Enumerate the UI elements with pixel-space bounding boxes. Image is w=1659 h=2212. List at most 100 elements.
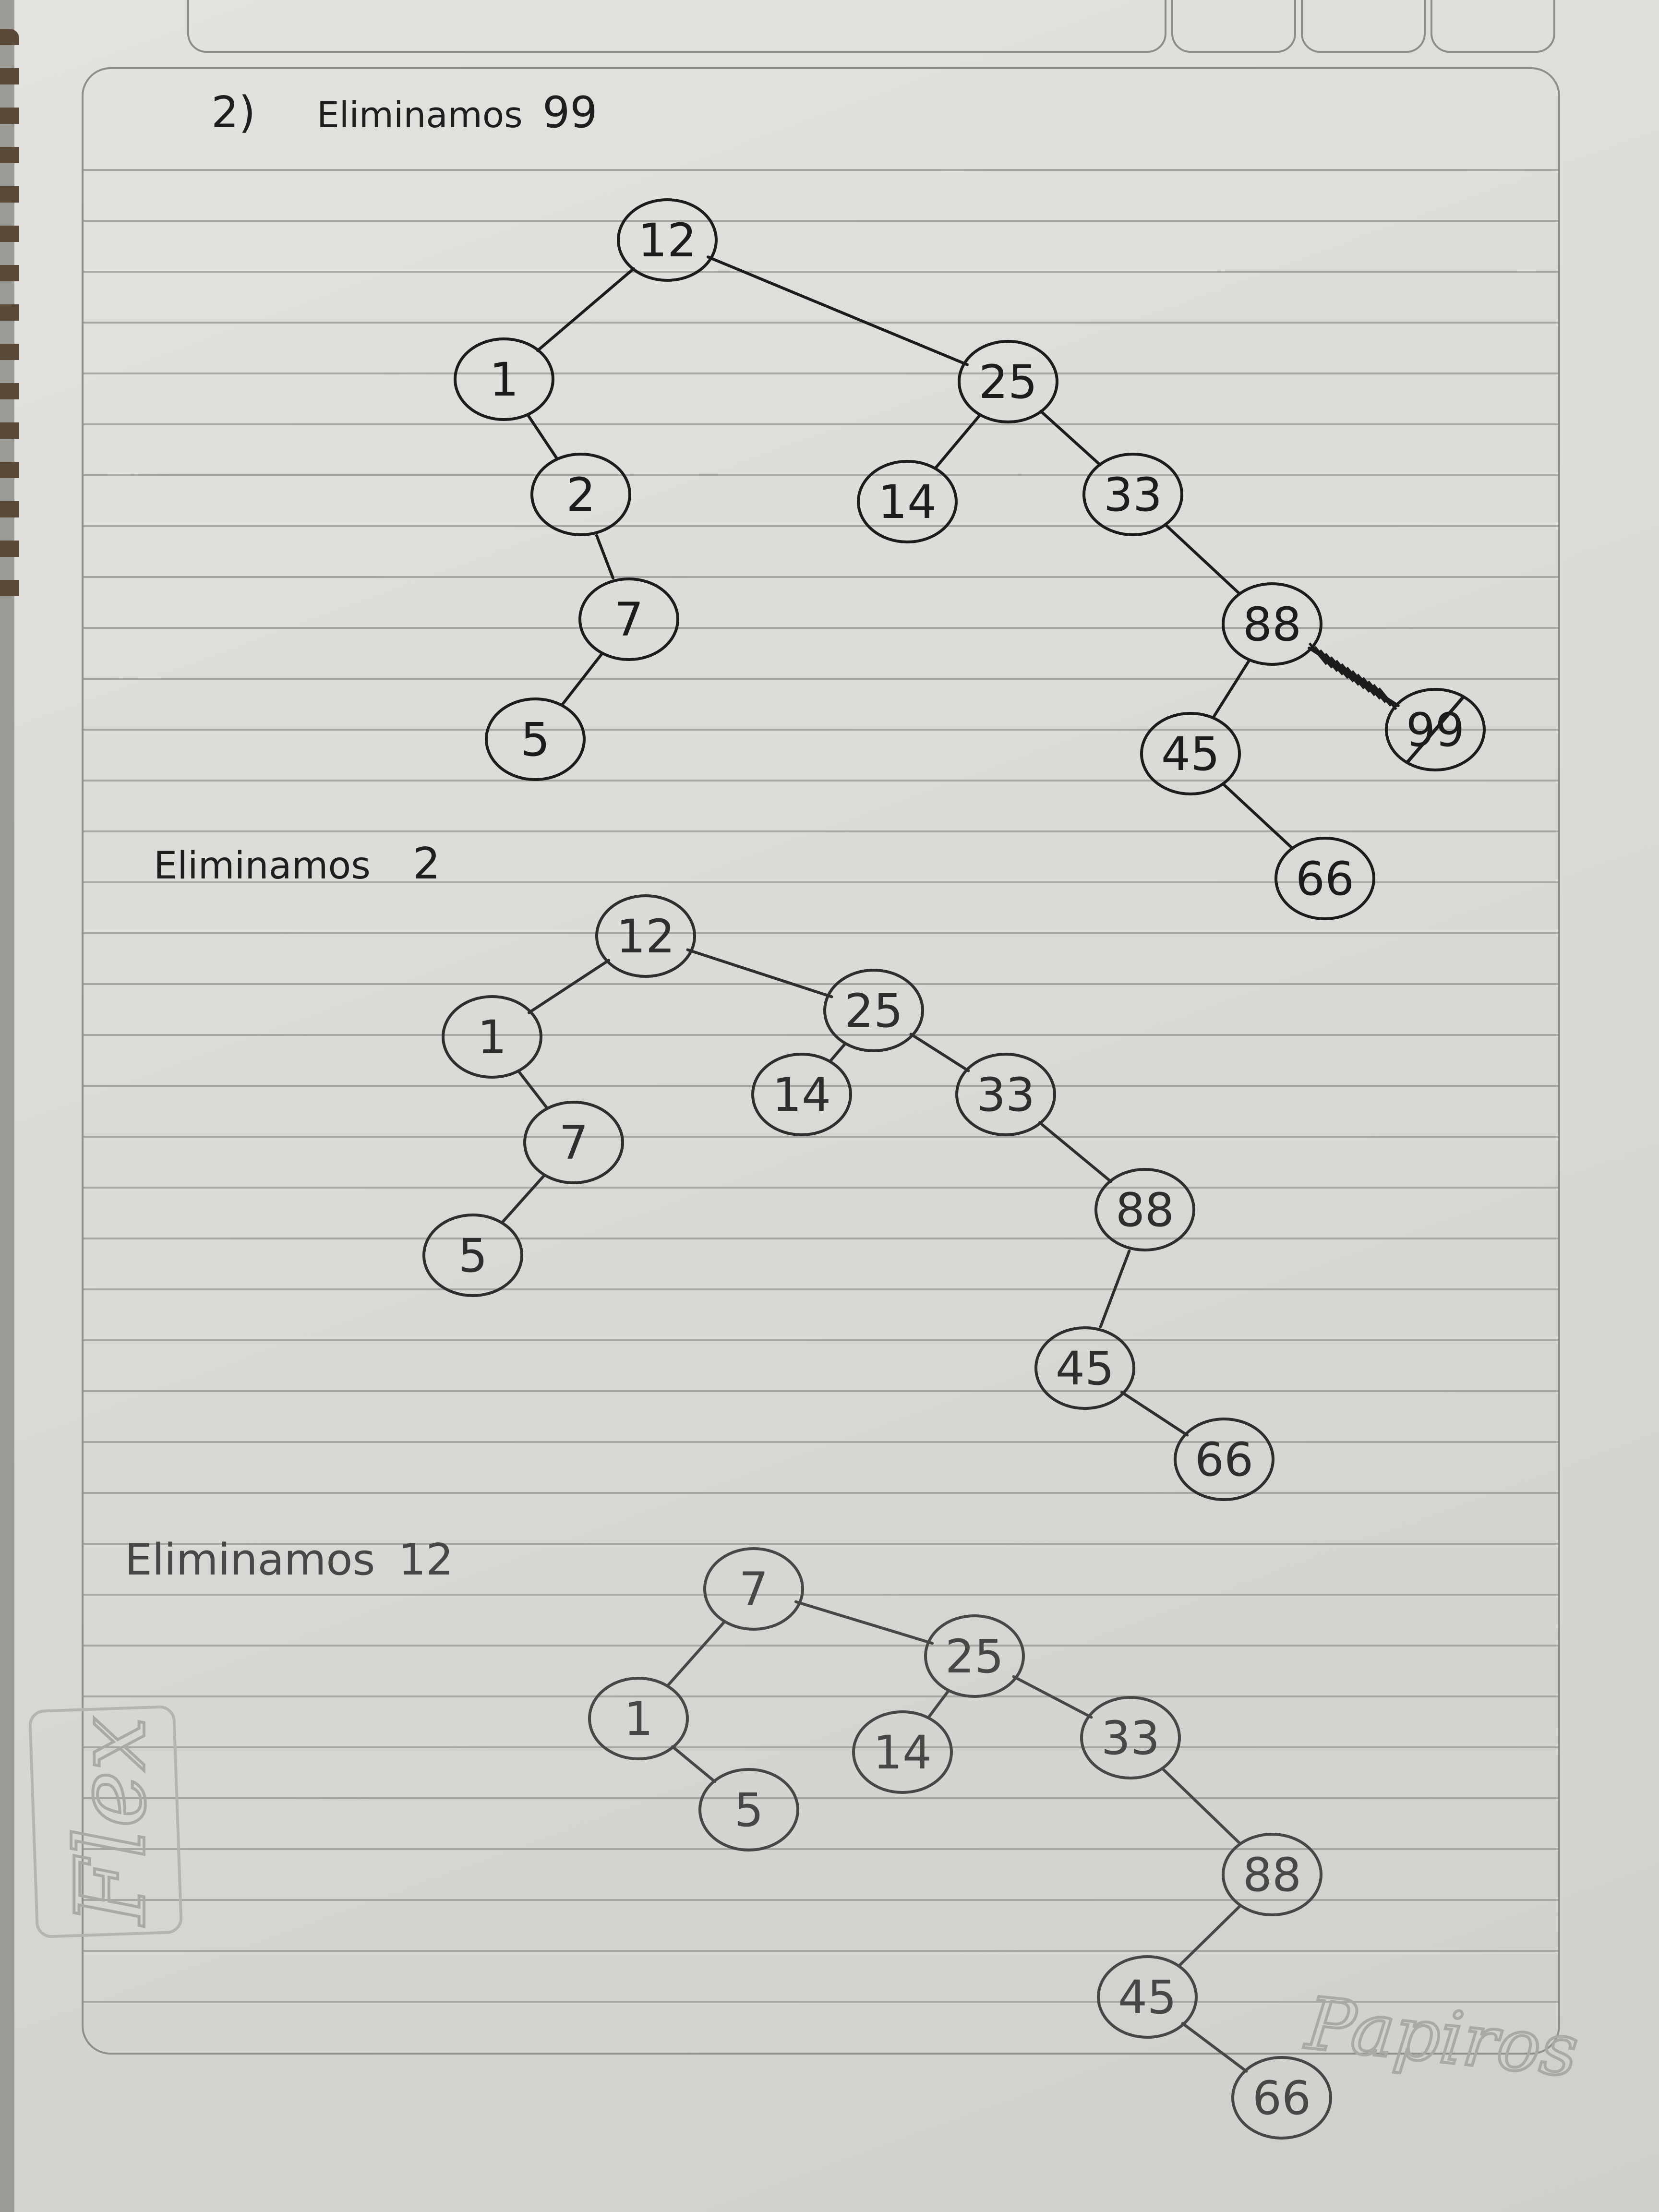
node-circle [422,1214,523,1297]
node-circle [1082,453,1183,536]
node-circle [1385,688,1486,771]
edge-scribble-mark [1340,663,1360,686]
header-box [1171,0,1296,53]
node-label: 7 [559,1116,588,1170]
node-circle [1094,1168,1195,1251]
tree-node-1: 1 [442,995,542,1079]
tree-node-88: 88 [1222,582,1322,666]
tree-edge-33-88 [1161,1767,1242,1846]
tree-node-45: 45 [1140,712,1241,795]
tree-node-5: 5 [698,1768,799,1851]
tree-node-7: 7 [703,1547,804,1631]
node-circle [698,1768,799,1851]
node-label: 7 [614,593,643,647]
exercise-number: 2) [211,87,255,138]
node-circle [530,453,631,536]
tree-edge-25-33 [1039,409,1102,467]
header-box [1301,0,1426,53]
ruled-lines [82,120,1560,2021]
node-circle [1080,1696,1181,1779]
node-label: 25 [945,1630,1004,1683]
tree-node-5: 5 [485,697,586,781]
node-circle [588,1677,689,1760]
tree-node-66: 66 [1231,2056,1332,2140]
tree-edge-25-14 [934,414,981,469]
tree-node-2: 2 [530,453,631,536]
tree-edge-25-14 [927,1690,950,1719]
node-circle [958,340,1058,423]
tree-edge-1-2 [527,414,558,459]
node-label: 33 [1101,1711,1160,1765]
tree-node-1: 1 [454,337,554,421]
heading-value: 99 [542,87,598,138]
strike-through-mark [1405,695,1466,765]
tree-edge-33-88 [1164,523,1241,596]
node-label: 5 [734,1783,763,1837]
node-label: 5 [520,713,550,767]
node-circle [1222,582,1322,666]
tree-node-25: 25 [924,1614,1025,1698]
node-label: 1 [624,1692,653,1746]
edge-scribble-mark [1362,677,1382,700]
node-label: 33 [1104,468,1162,522]
node-circle [852,1710,953,1794]
tree-edge-7-25 [794,1600,934,1645]
tree-edge-45-66 [1221,782,1294,850]
tree-edge-12-25 [686,948,833,998]
node-circle [924,1614,1025,1698]
tree-edge-25-33 [909,1033,970,1072]
node-circle [485,697,586,781]
tree-node-33: 33 [955,1053,1056,1136]
tree-node-14: 14 [751,1053,852,1136]
tree-node-14: 14 [852,1710,953,1794]
tree-edge-1-5 [671,1745,717,1783]
tree-node-1: 1 [588,1677,689,1760]
tree-edge-88-45 [1177,1904,1242,1968]
node-label: 45 [1161,727,1220,781]
section-value-3: 12 [398,1535,454,1585]
tree-edge-25-14 [829,1042,847,1063]
node-circle [442,995,542,1079]
tree-edge-12-1 [527,959,611,1014]
edge-scribble-mark [1319,649,1338,672]
tree-after-delete-99: 12127525143388456699 [454,198,1486,920]
tree-edge-33-88 [1038,1121,1113,1183]
node-label: 1 [477,1010,506,1064]
tree-edge-88-45 [1099,1250,1131,1328]
tree-edge-7-1 [666,1620,726,1687]
tree-edge-12-1 [536,267,636,352]
edge-scribble-mark [1346,666,1365,689]
header-box [1431,0,1555,53]
tree-node-66: 66 [1274,837,1375,920]
node-circle [1034,1326,1135,1410]
tree-node-12: 12 [595,894,696,978]
node-circle [703,1547,804,1631]
tree-node-33: 33 [1080,1696,1181,1779]
tree-edge-7-5 [501,1174,546,1224]
node-label: 66 [1195,1433,1253,1487]
edge-scribble-mark [1372,684,1392,707]
node-label: 1 [489,353,518,407]
heading-title: Eliminamos [317,95,523,136]
tree-node-7: 7 [578,577,679,661]
node-circle [617,198,718,282]
node-label: 7 [739,1563,768,1616]
node-circle [1231,2056,1332,2140]
edge-scribble-mark [1335,660,1355,683]
tree-node-66: 66 [1174,1418,1274,1501]
node-circle [595,894,696,978]
edge-scribble-mark [1324,653,1344,676]
node-circle [857,460,958,543]
section-label-2: Eliminamos [154,844,371,888]
tree-node-5: 5 [422,1214,523,1297]
flex-logo: Flex [28,1705,183,1938]
section-label-3: Eliminamos [125,1535,375,1585]
flex-logo-text: Flex [55,1717,167,1927]
tree-edge-45-66 [1120,1391,1189,1437]
tree-node-45: 45 [1034,1326,1135,1410]
edge-scribble-mark [1378,687,1397,710]
node-circle [1274,837,1375,920]
edge-scribble-mark [1357,673,1376,697]
